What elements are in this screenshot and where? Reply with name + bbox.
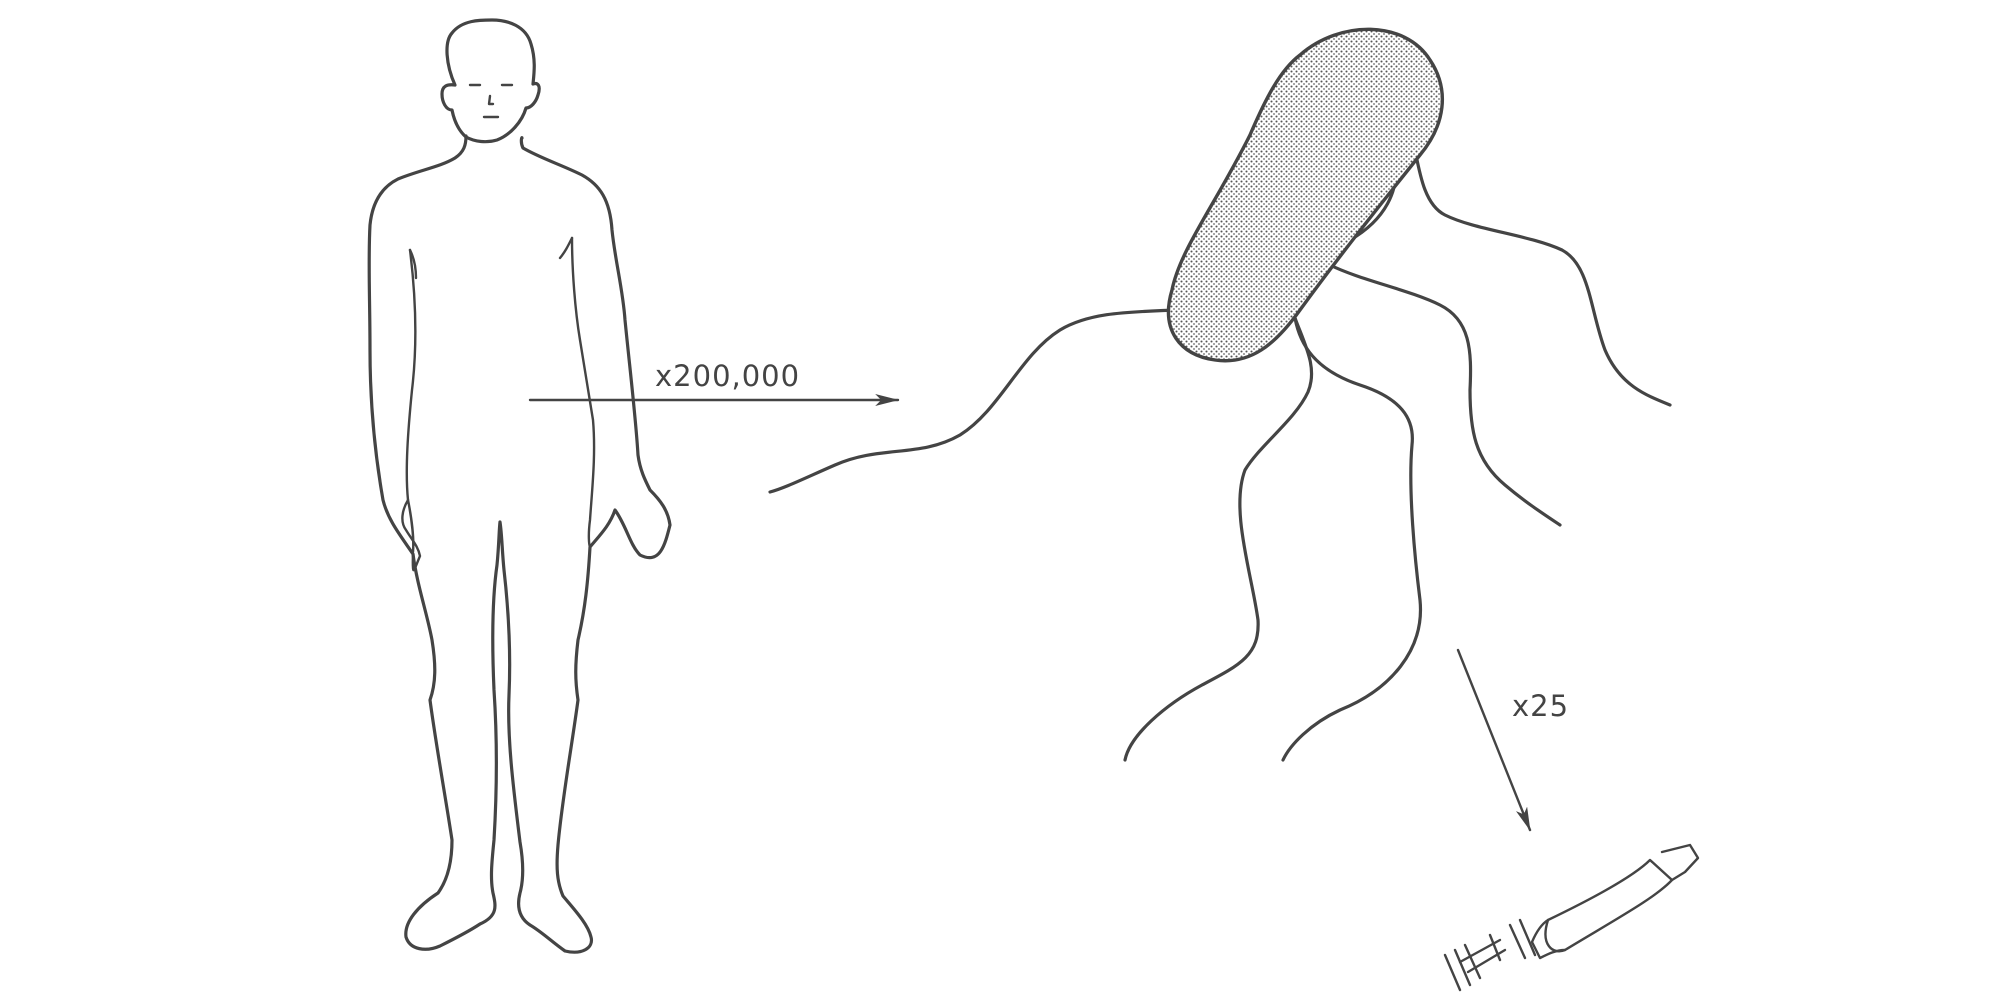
motor-filament [1544, 858, 1674, 953]
human-right-hand [401, 498, 422, 572]
magnification-label-25: x25 [1512, 689, 1569, 723]
arrow-line-to-motor [1456, 648, 1532, 832]
human-body-outline [367, 134, 672, 954]
bacterium [768, 27, 1672, 762]
human-figure [367, 18, 672, 954]
human-collarbone-right [408, 248, 418, 280]
flagellum-mid-left [1123, 316, 1314, 762]
motor-filament-tip [1660, 843, 1700, 882]
magnification-arrow-200000: x200,000 [528, 359, 900, 406]
human-head [440, 18, 541, 144]
flagellum-right [1413, 148, 1672, 407]
magnification-label-200000: x200,000 [655, 359, 800, 393]
human-face [468, 83, 514, 119]
human-right-arm-inner [405, 248, 417, 554]
magnification-arrow-25: x25 [1456, 648, 1569, 832]
flagellum-mid-right [1328, 263, 1562, 527]
human-left-arm-inner [570, 236, 596, 549]
flagellum-left [768, 308, 1177, 494]
human-collarbone-left [558, 236, 574, 260]
bacterium-cell-body [1166, 27, 1444, 363]
flagellum-mid [1281, 316, 1423, 762]
motor-hook [1530, 918, 1567, 960]
motor-rings [1443, 918, 1537, 992]
flagellar-motor [1443, 843, 1700, 992]
